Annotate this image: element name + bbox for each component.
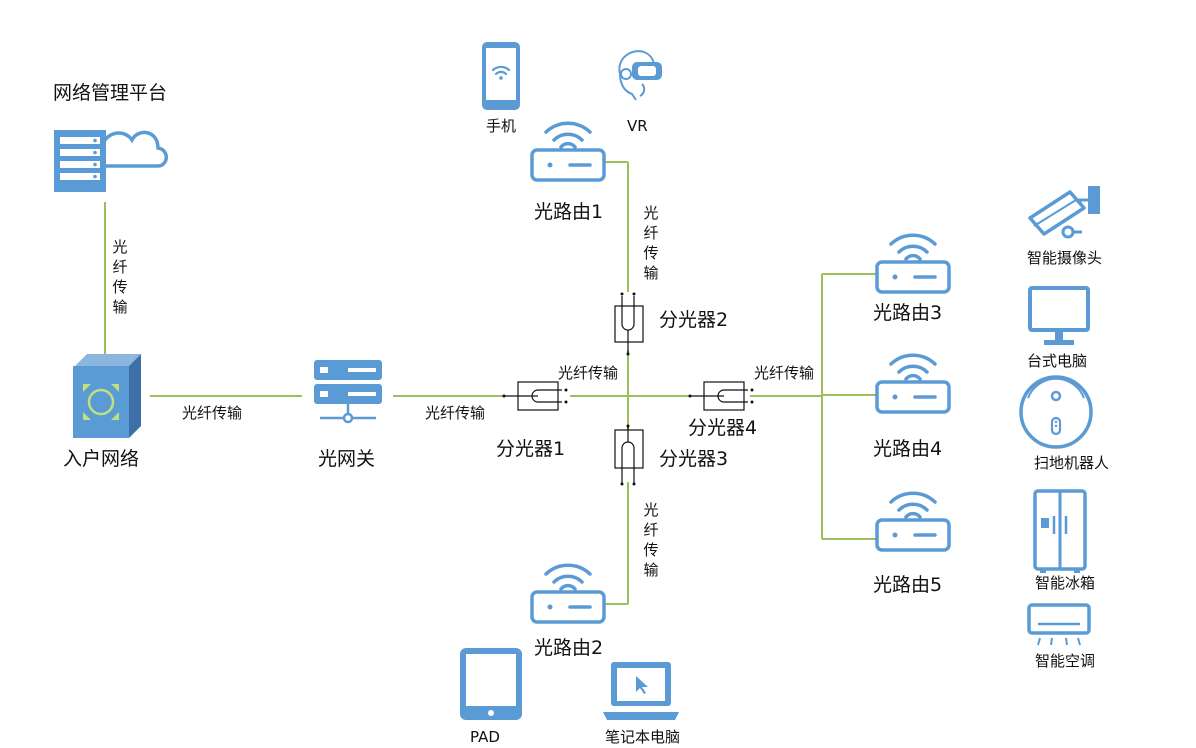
fiber-label-gateway-splitter: 光纤传输 bbox=[425, 404, 486, 422]
vr-headset-icon bbox=[618, 50, 662, 101]
wifi-router-icon bbox=[875, 353, 951, 414]
home-network-label: 入户网络 bbox=[63, 448, 140, 470]
router4-label: 光路由4 bbox=[873, 438, 943, 460]
wifi-router-icon bbox=[530, 121, 606, 182]
gateway-label: 光网关 bbox=[318, 448, 376, 470]
fiber-char: 输 bbox=[112, 298, 128, 316]
fiber-char: 光 bbox=[643, 204, 659, 222]
fiber-char: 传 bbox=[643, 541, 659, 559]
splitter3-label: 分光器3 bbox=[659, 448, 729, 470]
fiber-char: 光 bbox=[112, 238, 128, 256]
fiber-label-vertical-platform: 光 纤 传 输 bbox=[111, 237, 129, 317]
fiber-char: 纤 bbox=[643, 521, 659, 539]
vr-label: VR bbox=[627, 117, 648, 135]
splitter2-icon bbox=[614, 292, 644, 356]
fiber-char: 输 bbox=[643, 264, 659, 282]
splitter1-icon bbox=[502, 381, 568, 411]
fiber-label-splitter1-splitter4: 光纤传输 bbox=[558, 364, 619, 382]
fiber-label-vertical-router1: 光 纤 传 输 bbox=[642, 203, 660, 283]
phone-label: 手机 bbox=[486, 117, 517, 135]
fiber-char: 光 bbox=[643, 501, 659, 519]
wifi-router-icon bbox=[530, 563, 606, 624]
router1-label: 光路由1 bbox=[534, 201, 604, 223]
platform-title: 网络管理平台 bbox=[53, 82, 168, 104]
fiber-char: 传 bbox=[112, 278, 128, 296]
fiber-label-home-gateway: 光纤传输 bbox=[182, 404, 243, 422]
router5-label: 光路由5 bbox=[873, 574, 943, 596]
fiber-label-splitter4-bus: 光纤传输 bbox=[754, 364, 815, 382]
robot-vacuum-icon bbox=[1019, 375, 1093, 449]
splitter4-label: 分光器4 bbox=[688, 417, 758, 439]
smartphone-icon bbox=[482, 42, 520, 110]
fiber-char: 传 bbox=[643, 244, 659, 262]
splitter3-icon bbox=[614, 424, 644, 486]
fiber-char: 纤 bbox=[643, 224, 659, 242]
router3-label: 光路由3 bbox=[873, 302, 943, 324]
laptop-label: 笔记本电脑 bbox=[605, 728, 681, 746]
splitter1-label: 分光器1 bbox=[496, 438, 566, 460]
pad-label: PAD bbox=[470, 728, 500, 746]
laptop-icon bbox=[603, 662, 679, 720]
fiber-char: 纤 bbox=[112, 258, 128, 276]
optical-gateway-icon bbox=[314, 360, 382, 424]
camera-label: 智能摄像头 bbox=[1027, 249, 1103, 267]
air-conditioner-icon bbox=[1027, 603, 1091, 646]
splitter4-icon bbox=[688, 381, 754, 411]
tablet-icon bbox=[460, 648, 522, 720]
wifi-router-icon bbox=[875, 233, 951, 294]
wifi-router-icon bbox=[875, 491, 951, 552]
splitter2-label: 分光器2 bbox=[659, 309, 729, 331]
refrigerator-icon bbox=[1033, 489, 1087, 573]
router2-label: 光路由2 bbox=[534, 637, 604, 659]
fiber-label-vertical-router2: 光 纤 传 输 bbox=[642, 500, 660, 580]
security-camera-icon bbox=[1028, 186, 1100, 239]
ac-label: 智能空调 bbox=[1035, 652, 1096, 670]
fridge-label: 智能冰箱 bbox=[1035, 574, 1096, 592]
robot-label: 扫地机器人 bbox=[1034, 454, 1110, 472]
desktop-label: 台式电脑 bbox=[1027, 352, 1088, 370]
fiber-char: 输 bbox=[643, 561, 659, 579]
server-cloud-icon bbox=[54, 130, 168, 192]
home-network-icon bbox=[73, 354, 141, 438]
desktop-monitor-icon bbox=[1028, 286, 1090, 345]
